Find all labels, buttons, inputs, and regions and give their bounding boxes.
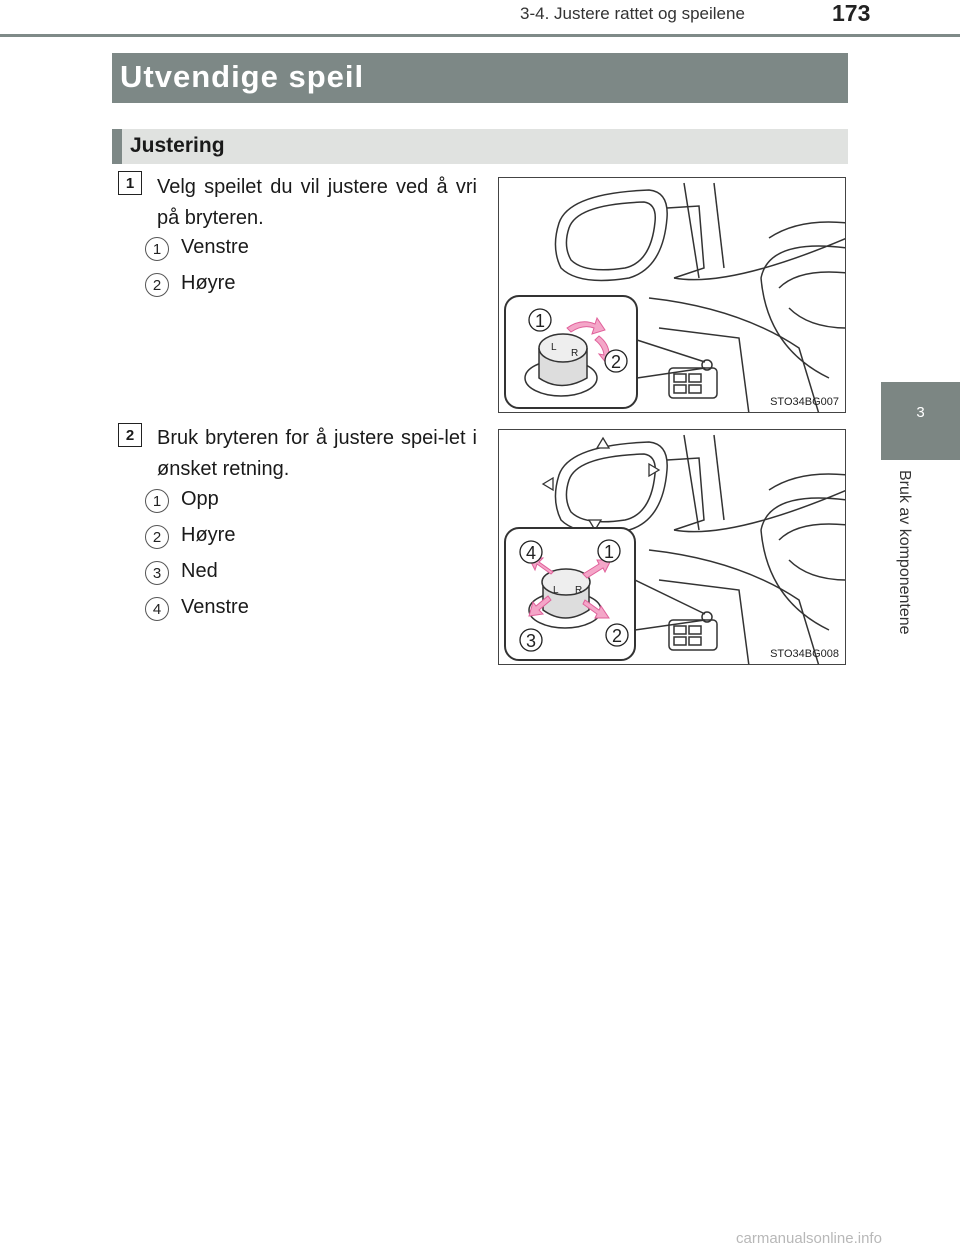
step-badge-2: 2 — [118, 423, 142, 447]
steering-wheel — [768, 473, 845, 491]
item-label: Høyre — [181, 272, 236, 294]
callout-1: 1 — [604, 542, 614, 562]
step-1-text: Velg speilet du vil justere ved å vri på… — [157, 176, 477, 229]
mirror-select-drawing: L R 1 2 — [504, 182, 845, 412]
steering-wheel — [768, 221, 845, 239]
mirror-housing — [554, 441, 668, 534]
knob-letter-r: R — [571, 348, 578, 359]
arrow-up-right — [582, 559, 612, 579]
arrow-down-left — [528, 595, 552, 617]
page-number: 173 — [832, 0, 871, 26]
subsection-banner: Justering — [112, 129, 848, 164]
callout-2: 2 — [612, 626, 622, 646]
knob-letter-l: L — [551, 342, 557, 353]
item-label: Venstre — [181, 596, 249, 618]
chapter-title: Bruk av komponentene — [896, 470, 913, 635]
item-number-circle: 1 — [145, 237, 169, 261]
callout-2: 2 — [611, 352, 621, 372]
mirror-housing — [554, 189, 668, 282]
illustration-mirror-select: L R 1 2 STO34BG007 — [498, 177, 846, 413]
mirror-up-triangle — [595, 436, 611, 449]
mirror-down-triangle — [587, 519, 603, 532]
rotate-left-arrow — [566, 316, 606, 335]
watermark-text: carmanualsonline.info — [736, 1230, 882, 1247]
illustration-mirror-adjust: L R 4 1 3 2 STO34BG008 — [498, 429, 846, 665]
header-rule — [0, 34, 960, 37]
door-switch-panel — [668, 367, 718, 399]
section-title: Utvendige speil — [120, 59, 365, 94]
item-label: Ned — [181, 560, 218, 582]
subsection-title: Justering — [130, 134, 225, 157]
chapter-title-vertical: Bruk av komponentene — [895, 470, 917, 690]
illustration-code: STO34BG007 — [770, 396, 839, 408]
callout-1: 1 — [535, 311, 545, 331]
step-badge-1: 1 — [118, 171, 142, 195]
item-number-circle: 4 — [145, 597, 169, 621]
subsection-bar — [112, 129, 122, 164]
item-number-circle: 3 — [145, 561, 169, 585]
mirror-right-triangle — [648, 462, 661, 478]
callout-3: 3 — [526, 631, 536, 651]
item-number-circle: 2 — [145, 525, 169, 549]
chapter-tab: 3 — [881, 382, 960, 460]
knob-letter-r: R — [575, 585, 582, 596]
item-label: Høyre — [181, 524, 236, 546]
item-label: Venstre — [181, 236, 249, 258]
mirror-glass — [565, 201, 657, 271]
door-switch-panel — [668, 619, 718, 651]
item-number-circle: 1 — [145, 489, 169, 513]
item-label: Opp — [181, 488, 219, 510]
mirror-glass — [565, 453, 657, 523]
callout-4: 4 — [526, 543, 536, 563]
illustration-code: STO34BG008 — [770, 648, 839, 660]
chapter-number: 3 — [916, 404, 925, 421]
item-number-circle: 2 — [145, 273, 169, 297]
knob-letter-l: L — [553, 585, 559, 596]
mirror-adjust-drawing: L R 4 1 3 2 — [504, 434, 845, 664]
section-title-banner: Utvendige speil — [112, 53, 848, 103]
arrow-down-right — [582, 599, 610, 619]
running-header-title: 3-4. Justere rattet og speilene — [520, 4, 745, 23]
step-2-text: Bruk bryteren for å justere spei-let i ø… — [157, 427, 477, 480]
mirror-left-triangle — [541, 476, 554, 492]
